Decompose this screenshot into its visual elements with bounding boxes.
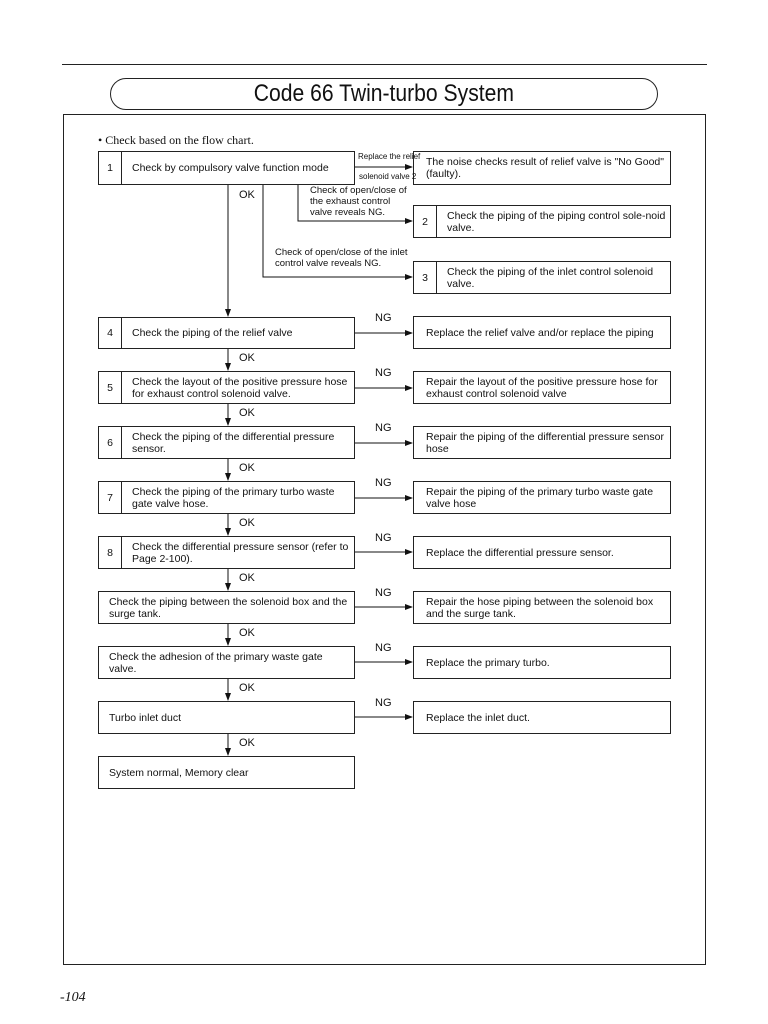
ng-label: NG xyxy=(375,642,392,654)
step-text: Check the piping of the primary turbo wa… xyxy=(132,485,335,510)
step-text: System normal, Memory clear xyxy=(109,766,249,779)
ng-label: NG xyxy=(375,312,392,324)
page-title: Code 66 Twin-turbo System xyxy=(110,78,658,110)
content-frame xyxy=(63,114,706,965)
ng-label: NG xyxy=(375,477,392,489)
intro-text: • Check based on the flow chart. xyxy=(98,133,254,147)
result-text: Check the piping of the inlet control so… xyxy=(447,265,654,290)
result-text: The noise checks result of relief valve … xyxy=(426,156,664,180)
ng-label: NG xyxy=(375,697,392,709)
step-number: 7 xyxy=(99,482,122,513)
result-waste-gate-hose-box: Repair the piping of the primary turbo w… xyxy=(413,481,671,514)
step-text: Turbo inlet duct xyxy=(109,711,181,724)
step-4-box: 4 Check the piping of the relief valve xyxy=(98,317,355,349)
step-adhesion-box: Check the adhesion of the primary waste … xyxy=(98,646,355,679)
step-5-box: 5 Check the layout of the positive press… xyxy=(98,371,355,404)
result-diff-sensor-box: Replace the differential pressure sensor… xyxy=(413,536,671,569)
exhaust-ng-label: Check of open/close of the exhaust contr… xyxy=(310,185,407,218)
step-text: Check the piping of the differential pre… xyxy=(132,430,335,455)
step-text: Check the piping between the solenoid bo… xyxy=(109,595,348,620)
step-number: 4 xyxy=(99,318,122,348)
result-text: Repair the piping of the differential pr… xyxy=(426,430,664,455)
result-layout-box: Repair the layout of the positive pressu… xyxy=(413,371,671,404)
result-solenoid-hose-box: Repair the hose piping between the solen… xyxy=(413,591,671,624)
result-primary-turbo-box: Replace the primary turbo. xyxy=(413,646,671,679)
result-2-box: 2 Check the piping of the piping control… xyxy=(413,205,671,238)
step-text: Check the layout of the positive pressur… xyxy=(132,375,348,400)
step-6-box: 6 Check the piping of the differential p… xyxy=(98,426,355,459)
result-number: 2 xyxy=(414,206,437,237)
result-number: 3 xyxy=(414,262,437,293)
result-text: Repair the layout of the positive pressu… xyxy=(426,375,658,400)
ok-label: OK xyxy=(239,462,255,474)
ng-label: NG xyxy=(375,532,392,544)
step-number: 6 xyxy=(99,427,122,458)
ok-label: OK xyxy=(239,352,255,364)
relief-label-bottom: solenoid valve 2 xyxy=(359,172,417,181)
ok-label: OK xyxy=(239,517,255,529)
step-text: Check the piping of the relief valve xyxy=(132,327,293,339)
ok-label: OK xyxy=(239,407,255,419)
step-1-box: 1 Check by compulsory valve function mod… xyxy=(98,151,355,185)
ng-label: NG xyxy=(375,422,392,434)
step-number: 1 xyxy=(99,152,122,184)
result-text: Replace the differential pressure sensor… xyxy=(426,546,614,559)
ng-label: NG xyxy=(375,367,392,379)
relief-label-top: Replace the relief xyxy=(358,152,421,161)
result-relief-noise-box: The noise checks result of relief valve … xyxy=(413,151,671,185)
result-text: Replace the relief valve and/or replace … xyxy=(426,326,654,339)
ok-label: OK xyxy=(239,572,255,584)
page-title-text: Code 66 Twin-turbo System xyxy=(253,80,515,107)
ng-label: NG xyxy=(375,587,392,599)
step-text: Check the adhesion of the primary waste … xyxy=(109,650,323,675)
ok-label: OK xyxy=(239,627,255,639)
step-8-box: 8 Check the differential pressure sensor… xyxy=(98,536,355,569)
step-inlet-duct-box: Turbo inlet duct xyxy=(98,701,355,734)
ok-label: OK xyxy=(239,682,255,694)
step-solenoid-box: Check the piping between the solenoid bo… xyxy=(98,591,355,624)
step-text: Check the differential pressure sensor (… xyxy=(132,540,349,565)
result-text: Replace the primary turbo. xyxy=(426,656,550,669)
result-text: Check the piping of the piping control s… xyxy=(447,209,666,234)
result-inlet-duct-box: Replace the inlet duct. xyxy=(413,701,671,734)
step-number: 8 xyxy=(99,537,122,568)
ok-label: OK xyxy=(239,737,255,749)
step-number: 5 xyxy=(99,372,122,403)
result-text: Repair the hose piping between the solen… xyxy=(426,595,654,620)
page-number: -104 xyxy=(60,990,86,1005)
top-rule xyxy=(62,64,707,65)
step-text: Check by compulsory valve function mode xyxy=(132,162,329,174)
inlet-ng-label: Check of open/close of the inlet control… xyxy=(275,247,408,269)
step-normal-box: System normal, Memory clear xyxy=(98,756,355,789)
result-3-box: 3 Check the piping of the inlet control … xyxy=(413,261,671,294)
result-text: Repair the piping of the primary turbo w… xyxy=(426,485,654,510)
step-7-box: 7 Check the piping of the primary turbo … xyxy=(98,481,355,514)
result-text: Replace the inlet duct. xyxy=(426,711,530,724)
ok-label: OK xyxy=(239,189,255,201)
result-diff-sensor-hose-box: Repair the piping of the differential pr… xyxy=(413,426,671,459)
result-relief-valve-box: Replace the relief valve and/or replace … xyxy=(413,316,671,349)
